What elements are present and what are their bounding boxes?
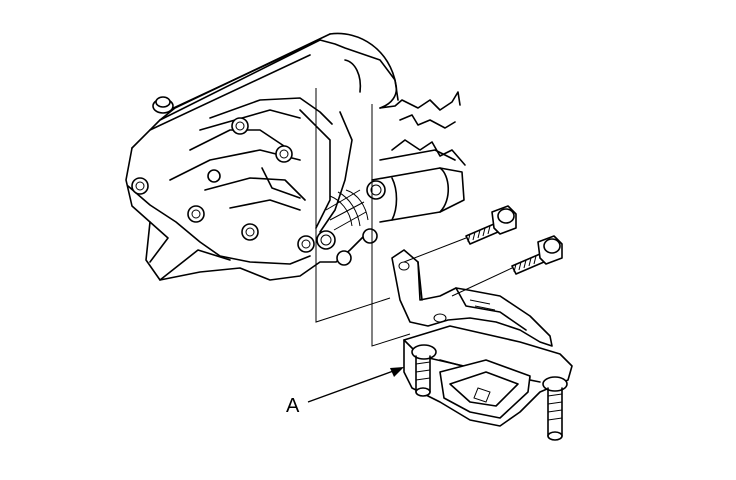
callout-a-label: A bbox=[286, 395, 300, 417]
callout-a: A bbox=[286, 367, 404, 417]
engine-mount-a bbox=[403, 325, 573, 441]
mount-bolt-lower bbox=[511, 235, 563, 275]
mount-bolt-upper bbox=[465, 205, 517, 245]
alignment-lines bbox=[315, 88, 513, 347]
engine-block bbox=[125, 32, 466, 281]
transmission-shaft bbox=[371, 149, 465, 223]
mount-bracket bbox=[391, 249, 553, 347]
